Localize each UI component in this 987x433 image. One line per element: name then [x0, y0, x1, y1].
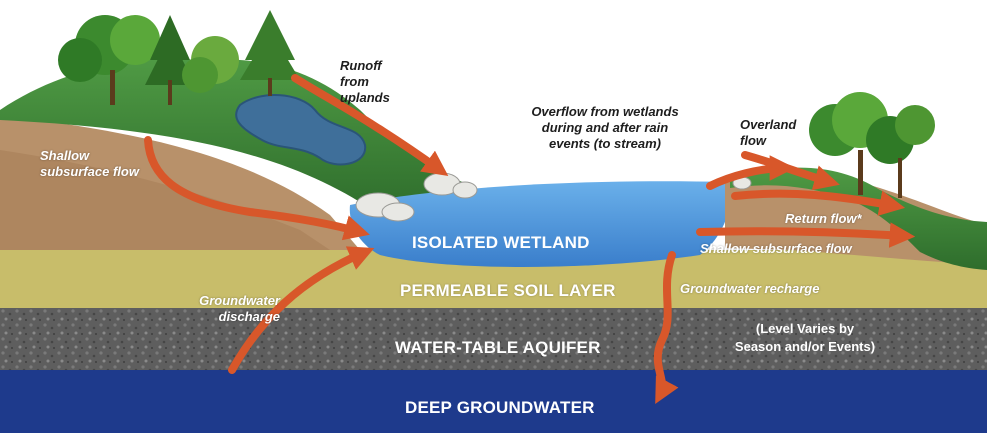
trees-right — [809, 92, 935, 198]
right-hill-grass — [730, 167, 987, 270]
overland-flow-arrow — [741, 151, 840, 191]
water-table-aquifer-layer — [0, 308, 987, 370]
rocks — [355, 172, 752, 222]
label-permeable-soil-layer: PERMEABLE SOIL LAYER — [400, 281, 616, 300]
label-return-flow: Return flow* — [785, 211, 862, 226]
label-deep-groundwater: DEEP GROUNDWATER — [405, 398, 595, 417]
upland-pond — [235, 94, 367, 166]
label-water-table-aquifer: WATER-TABLE AQUIFER — [395, 338, 601, 357]
flow-arrows — [144, 74, 916, 405]
groundwater-discharge-arrow — [228, 246, 375, 374]
shallow-subsurface-left-arrow — [144, 136, 370, 241]
label-overland-flow: Overland flow — [740, 117, 797, 148]
label-groundwater-discharge: Groundwater discharge — [199, 293, 280, 324]
groundwater-recharge-arrow — [653, 251, 679, 405]
label-overflow: Overflow from wetlands during and after … — [531, 104, 679, 151]
shallow-subsurface-right-arrow — [696, 222, 916, 248]
wetland-water — [349, 181, 731, 268]
deep-groundwater-layer — [0, 370, 987, 433]
left-hill-grass — [0, 59, 470, 216]
label-groundwater-recharge: Groundwater recharge — [680, 281, 820, 296]
runoff-arrow — [291, 74, 449, 176]
trees-left — [58, 10, 300, 105]
label-runoff: Runoff from uplands — [340, 58, 390, 105]
label-shallow-subsurface-left: Shallow subsurface flow — [40, 148, 139, 179]
label-shallow-subsurface-right: Shallow subsurface flow — [700, 241, 852, 256]
return-flow-arrow — [731, 189, 906, 216]
label-isolated-wetland: ISOLATED WETLAND — [412, 233, 590, 252]
label-level-note: (Level Varies by Season and/or Events) — [734, 321, 876, 354]
